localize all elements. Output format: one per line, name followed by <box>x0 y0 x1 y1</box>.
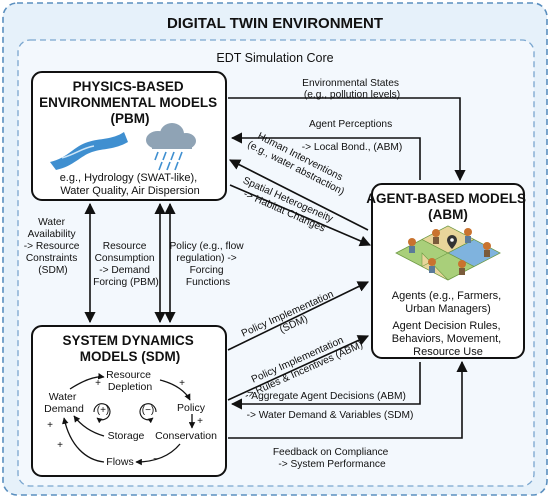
node-policy: Policy <box>177 402 206 414</box>
label-environmental-states: Environmental States (e.g., pollution le… <box>302 78 402 101</box>
node-water-demand: Water Demand <box>44 391 84 415</box>
pbm-title: PHYSICS-BASED ENVIRONMENTAL MODELS (PBM) <box>39 79 221 126</box>
abm-box: AGENT-BASED MODELS (ABM) Agents (e.g., F… <box>366 183 530 359</box>
pbm-box: PHYSICS-BASED ENVIRONMENTAL MODELS (PBM)… <box>31 71 227 201</box>
label-feedback-compliance: Feedback on Compliance -> System Perform… <box>273 447 391 470</box>
arrow-aggregate-decisions: Aggregate Agent Decisions (ABM) -> Water… <box>230 362 421 421</box>
node-conservation: Conservation <box>155 430 217 442</box>
arrow-agent-perceptions: Agent Perceptions -> Local Bond., (ABM) <box>230 119 421 180</box>
arrow-water-availability: Water Availability -> Resource Constrain… <box>24 202 96 324</box>
arrow-policy-forcing: Policy (e.g., flow regulation) -> Forcin… <box>164 202 246 324</box>
river-icon <box>50 132 128 170</box>
agent-grid-icon <box>395 225 501 281</box>
sdm-box: SYSTEM DYNAMICS MODELS (SDM) Resource De… <box>31 325 227 477</box>
label-water-availability: Water Availability -> Resource Constrain… <box>24 217 83 276</box>
polarity-minus: − <box>153 454 159 465</box>
abm-title: AGENT-BASED MODELS (ABM) <box>366 191 530 222</box>
label-agent-perceptions: Agent Perceptions -> Local Bond., (ABM) <box>302 119 403 153</box>
arrow-resource-consumption: Resource Consumption -> Demand Forcing (… <box>93 202 166 324</box>
reinforcing-loop-sign: (+) <box>97 405 110 416</box>
polarity-plus: + <box>47 420 53 431</box>
abm-agents: Agents (e.g., Farmers, Urban Managers) <box>392 290 505 315</box>
arrow-feedback-compliance: Feedback on Compliance -> System Perform… <box>228 360 468 470</box>
node-storage: Storage <box>108 430 145 442</box>
label-aggregate-decisions: Aggregate Agent Decisions (ABM) -> Water… <box>247 391 414 421</box>
sdm-title: SYSTEM DYNAMICS MODELS (SDM) <box>62 333 197 364</box>
balancing-loop-sign: (−) <box>142 405 155 416</box>
core-label: EDT Simulation Core <box>216 51 333 65</box>
polarity-plus: + <box>179 378 185 389</box>
pbm-description: e.g., Hydrology (SWAT-like), Water Quali… <box>60 172 201 197</box>
abm-rules: Agent Decision Rules, Behaviors, Movemen… <box>392 320 505 358</box>
polarity-plus: + <box>197 416 203 427</box>
node-resource-depletion: Resource Depletion <box>106 369 154 393</box>
rain-cloud-icon <box>146 123 196 171</box>
arrow-environmental-states: Environmental States (e.g., pollution le… <box>228 78 466 182</box>
label-policy-forcing: Policy (e.g., flow regulation) -> Forcin… <box>169 241 246 288</box>
polarity-plus: + <box>57 440 63 451</box>
polarity-plus: + <box>95 378 101 389</box>
diagram-title: DIGITAL TWIN ENVIRONMENT <box>167 15 383 32</box>
node-flows: Flows <box>106 456 133 468</box>
label-resource-consumption: Resource Consumption -> Demand Forcing (… <box>93 241 159 288</box>
